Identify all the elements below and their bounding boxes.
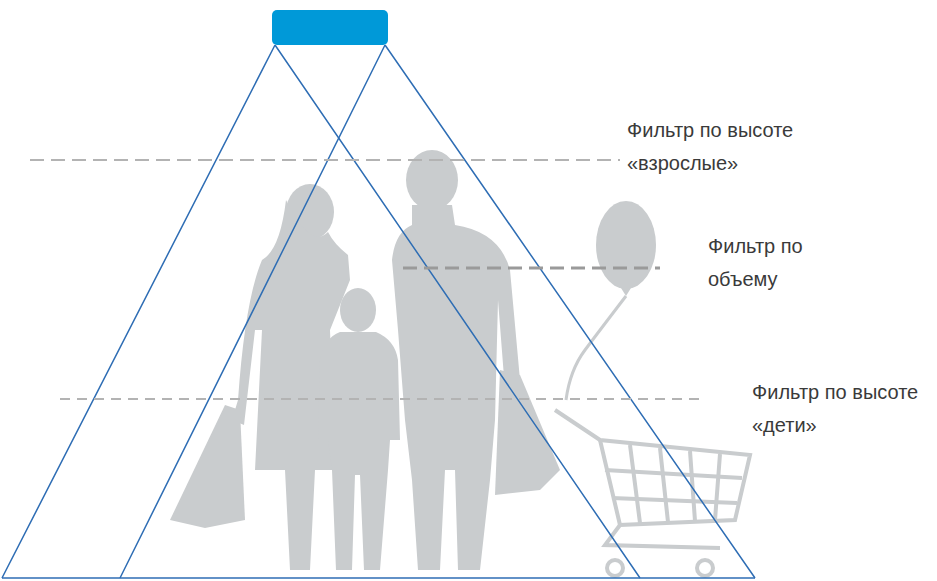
- counter-sensor: [272, 10, 388, 45]
- filter-label: Фильтр по высоте «взрослые»: [627, 114, 817, 180]
- filter-label: Фильтр по объему: [708, 230, 828, 296]
- people-silhouettes: [170, 150, 656, 570]
- shopping-cart: [555, 410, 750, 576]
- filter-lines: [30, 160, 700, 399]
- filter-label: Фильтр по высоте «дети»: [752, 376, 922, 442]
